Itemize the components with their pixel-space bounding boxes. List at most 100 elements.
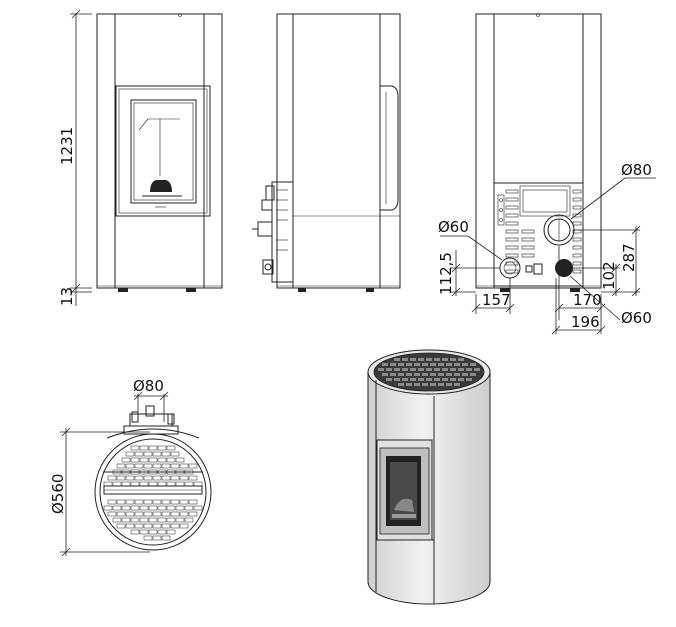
- grate-slot: [125, 475, 135, 481]
- grate-slot: [430, 383, 436, 386]
- top-dimensions: Ø80 Ø560: [49, 377, 169, 557]
- perspective-view: [367, 349, 491, 605]
- grate-slot: [390, 373, 396, 376]
- grate-slot: [458, 378, 464, 381]
- grate-slot: [139, 481, 149, 487]
- vent-slot: [505, 229, 519, 234]
- grate-slot: [157, 469, 167, 475]
- vent-slot: [572, 221, 582, 226]
- grate-slot: [434, 358, 440, 361]
- vent-slot: [505, 245, 519, 250]
- grate-slot: [121, 457, 131, 463]
- grate-slot: [175, 481, 185, 487]
- grate-slot: [406, 363, 412, 366]
- grate-slot: [414, 363, 420, 366]
- grate-slot: [157, 445, 167, 451]
- grate-slot: [166, 469, 176, 475]
- grate-slot: [438, 373, 444, 376]
- grate-slot: [125, 499, 135, 505]
- grate-slot: [148, 529, 158, 535]
- grate-slot: [410, 368, 416, 371]
- height-total-label: 1231: [58, 127, 76, 165]
- flue-back-diameter-label: Ø80: [621, 161, 652, 179]
- grate-slot: [378, 368, 384, 371]
- grate-slot: [175, 505, 185, 511]
- vent-slot: [505, 253, 519, 258]
- grate-slot: [112, 469, 122, 475]
- grate-slot: [121, 469, 131, 475]
- grate-slot: [184, 505, 194, 511]
- air-inlet-offset-label: 157: [482, 291, 511, 309]
- grate-slot: [442, 378, 448, 381]
- grate-slot: [125, 511, 135, 517]
- grate-slot: [148, 517, 158, 523]
- grate-slot: [143, 511, 153, 517]
- grate-slot: [442, 358, 448, 361]
- grate-slot: [418, 358, 424, 361]
- grate-slot: [184, 517, 194, 523]
- back-vent-slots: [505, 189, 582, 274]
- grate-slot: [188, 463, 198, 469]
- grate-slot: [474, 368, 480, 371]
- back-panel: [493, 182, 584, 287]
- grate-slot: [103, 481, 113, 487]
- air-inlet-diameter-label: Ø60: [438, 218, 469, 236]
- grate-slot: [134, 499, 144, 505]
- grate-slot: [116, 463, 126, 469]
- grate-slot: [462, 373, 468, 376]
- grate-slot: [121, 481, 131, 487]
- grate-slot: [462, 363, 468, 366]
- grate-slot: [130, 517, 140, 523]
- grate-slot: [450, 358, 456, 361]
- grate-slot: [184, 469, 194, 475]
- front-door: [115, 85, 211, 217]
- grate-slot: [134, 523, 144, 529]
- vent-slot: [572, 197, 582, 202]
- vent-slot: [505, 221, 519, 226]
- grate-slot: [157, 517, 167, 523]
- grate-slot: [157, 457, 167, 463]
- grate-slot: [143, 475, 153, 481]
- vent-slot: [505, 269, 519, 274]
- grate-slot: [458, 358, 464, 361]
- body-diameter-label: Ø560: [49, 474, 67, 514]
- grate-slot: [450, 368, 456, 371]
- grate-slot: [107, 511, 117, 517]
- grate-slot: [139, 445, 149, 451]
- grate-slot: [398, 373, 404, 376]
- grate-slot: [161, 523, 171, 529]
- height-dimension: 1231 13: [58, 9, 92, 306]
- grate-slot: [402, 358, 408, 361]
- grate-slot: [166, 517, 176, 523]
- grate-slot: [148, 505, 158, 511]
- grate-slot: [382, 373, 388, 376]
- back-dimensions: Ø80 Ø60 112,5 157 287 102: [437, 161, 656, 335]
- vent-slot: [505, 197, 519, 202]
- grate-slot: [418, 368, 424, 371]
- front-view: [96, 13, 223, 292]
- grate-slot: [152, 523, 162, 529]
- grate-slot: [157, 529, 167, 535]
- grate-slot: [406, 383, 412, 386]
- grate-slot: [390, 363, 396, 366]
- grate-slot: [157, 481, 167, 487]
- grate-slot: [143, 451, 153, 457]
- grate-slot: [446, 373, 452, 376]
- top-grate: [103, 445, 203, 541]
- grate-slot: [116, 475, 126, 481]
- grate-slot: [130, 529, 140, 535]
- grate-slot: [442, 368, 448, 371]
- grate-slot: [434, 368, 440, 371]
- grate-slot: [134, 463, 144, 469]
- grate-slot: [446, 363, 452, 366]
- grate-slot: [134, 511, 144, 517]
- grate-slot: [410, 378, 416, 381]
- grate-slot: [410, 358, 416, 361]
- grate-slot: [143, 535, 153, 541]
- grate-slot: [422, 363, 428, 366]
- grate-slot: [179, 475, 189, 481]
- vent-slot: [505, 205, 519, 210]
- grate-slot: [121, 505, 131, 511]
- air-inlet-height-label: 112,5: [437, 252, 455, 295]
- grate-slot: [188, 499, 198, 505]
